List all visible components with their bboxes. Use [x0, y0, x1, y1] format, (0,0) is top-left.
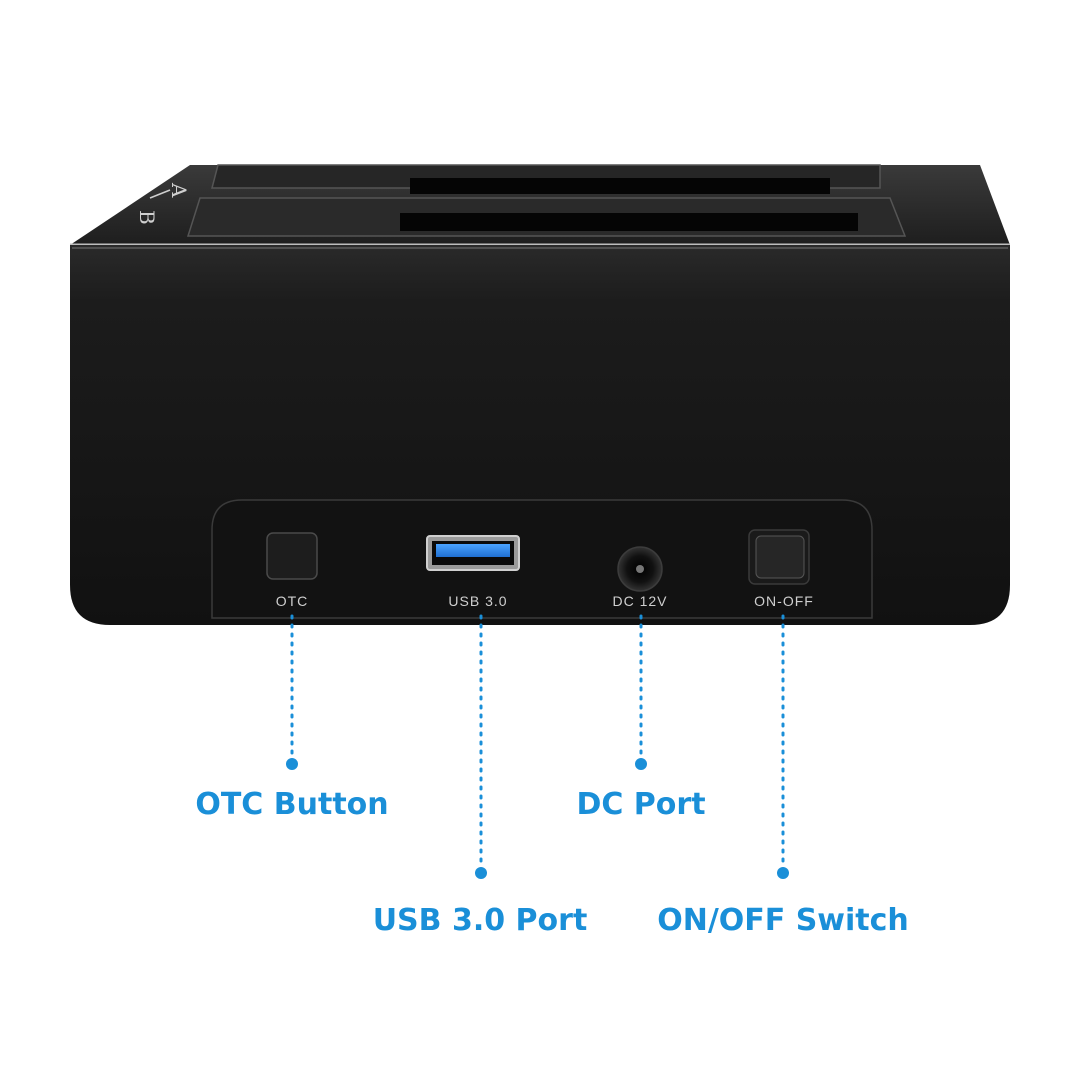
- usb-port-label: USB 3.0: [448, 593, 507, 609]
- power-switch-label: ON-OFF: [754, 593, 814, 609]
- callout-dots: [286, 758, 789, 879]
- otc-leader-dot: [286, 758, 298, 770]
- callout-leaders: [290, 614, 785, 868]
- clone-direction-marking: A B: [135, 182, 191, 225]
- usb-port-callout: USB 3.0 Port: [372, 903, 588, 938]
- dc-leader-dot: [635, 758, 647, 770]
- usb-port-icon[interactable]: [426, 535, 520, 571]
- otc-button-callout: OTC Button: [195, 787, 389, 822]
- dc-port-callout: DC Port: [576, 787, 706, 822]
- power-switch-callout: ON/OFF Switch: [657, 903, 909, 938]
- dc-jack-icon[interactable]: [617, 546, 663, 592]
- otc-button-icon[interactable]: [266, 532, 318, 580]
- arrow-icon: [149, 189, 171, 199]
- power-leader-dot: [777, 867, 789, 879]
- usb-leader-dot: [475, 867, 487, 879]
- dc-port-label: DC 12V: [612, 593, 667, 609]
- slot-mark-a: A: [167, 182, 191, 198]
- dock-top: A B: [70, 164, 1010, 247]
- drive-slot-a[interactable]: [211, 164, 881, 194]
- drive-slot-b[interactable]: [186, 197, 907, 237]
- slot-mark-b: B: [135, 210, 159, 225]
- power-switch-icon[interactable]: [748, 529, 810, 585]
- rear-panel: OTC USB 3.0 DC 12V ON-OFF: [211, 499, 873, 619]
- otc-port-label: OTC: [276, 593, 309, 609]
